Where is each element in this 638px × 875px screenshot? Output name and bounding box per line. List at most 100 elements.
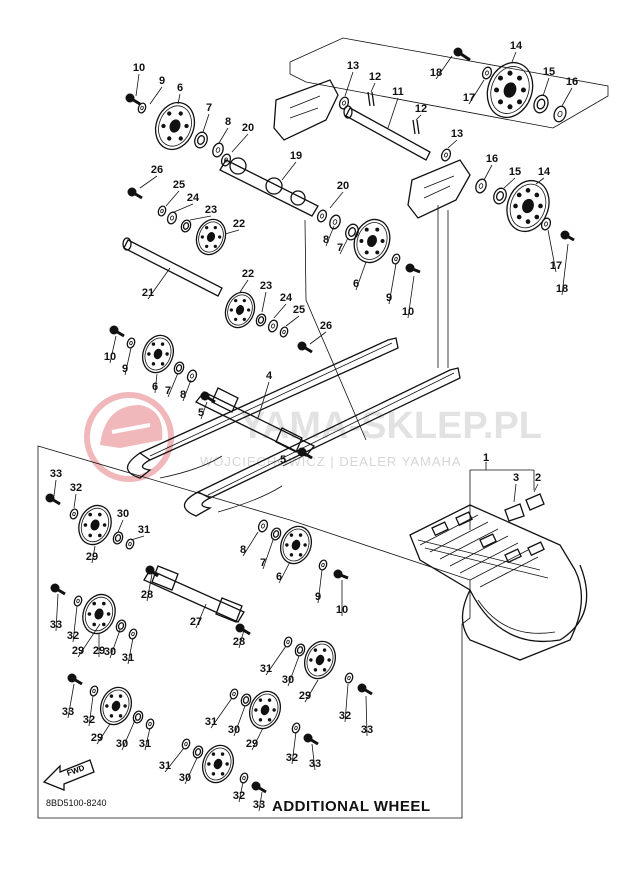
leader-line [387, 97, 399, 129]
leader-line [285, 315, 300, 327]
wheel-22-upper [195, 218, 227, 256]
collar-8-mid [329, 214, 341, 230]
callout-c26b: 26 [320, 320, 332, 332]
callout-c7b: 7 [337, 242, 343, 254]
leader-line [231, 133, 249, 153]
leader-line [167, 372, 179, 398]
leader-line [73, 493, 77, 509]
callout-c32c: 32 [83, 714, 95, 726]
callout-c29f: 29 [91, 732, 103, 744]
callout-c7a: 7 [206, 102, 212, 114]
callout-c31d: 31 [260, 663, 272, 675]
collar-13-upper [338, 96, 350, 110]
callout-c7c: 7 [165, 385, 171, 397]
bearing-30-a [112, 531, 124, 545]
bearing-7-upper [194, 131, 208, 149]
bearing-30-d [294, 643, 306, 657]
slide-rails [126, 337, 461, 517]
snap-ring-16-lower [475, 178, 487, 194]
callout-c8b: 8 [323, 234, 329, 246]
leader-line [251, 727, 264, 751]
collar-20-lower [316, 209, 328, 223]
callout-c31c: 31 [139, 738, 151, 750]
callout-c18a: 18 [430, 67, 442, 79]
washer-9-lower [318, 559, 328, 571]
bearing-23-upper [180, 219, 192, 233]
bearing-7-mid [345, 223, 359, 241]
bolt-18-upper [453, 47, 471, 62]
leader-line [542, 77, 550, 97]
leader-line [67, 683, 75, 719]
snap-ring-31-f [181, 738, 191, 750]
callout-c13a: 13 [347, 60, 359, 72]
callout-c30a: 30 [117, 508, 129, 520]
snap-ring-25-lower [279, 326, 289, 338]
leader-line [468, 79, 485, 105]
washer-17-lower [540, 217, 552, 231]
leader-line [503, 177, 516, 189]
parts-layer [45, 47, 575, 794]
callout-c10b: 10 [402, 306, 414, 318]
callout-c32b: 32 [67, 630, 79, 642]
callout-c9b: 9 [386, 292, 392, 304]
leader-line [144, 727, 151, 751]
callout-c31e: 31 [205, 716, 217, 728]
callout-c20b: 20 [337, 180, 349, 192]
callout-c29b: 29 [93, 645, 105, 657]
callout-c33a: 33 [50, 468, 62, 480]
leader-line [447, 139, 458, 149]
leader-line [182, 379, 192, 402]
leader-line [233, 705, 246, 737]
callout-c33b: 33 [50, 619, 62, 631]
rear-bracket-left [273, 79, 339, 141]
snap-ring-25-upper [157, 205, 167, 217]
cotter-pin-upper [367, 91, 375, 107]
leader-line [121, 719, 136, 751]
bolt-28-b [235, 623, 251, 636]
leader-line [96, 723, 111, 745]
callout-c10d: 10 [336, 604, 348, 616]
callout-c9a: 9 [159, 75, 165, 87]
leader-line [239, 279, 249, 293]
washer-9-mid [391, 253, 401, 265]
callout-c33c: 33 [62, 706, 74, 718]
washer-32-a [69, 508, 79, 520]
leader-line [258, 791, 263, 812]
leader-line [535, 177, 545, 185]
leader-line [238, 781, 244, 803]
watermark: YAMA-SKLEP.PL WOJCIECHOWICZ | DEALER YAM… [84, 392, 542, 482]
leader-line [415, 114, 422, 121]
callout-c5b: 5 [280, 454, 286, 466]
leader-line [238, 629, 245, 649]
idler-wheel-6-mid [353, 218, 391, 264]
rear-idler-frame-outline [289, 37, 609, 129]
leader-line [281, 161, 297, 181]
leader-line [91, 545, 96, 564]
leader-line [146, 573, 153, 602]
add-wheel-29-d [303, 640, 337, 680]
callout-c32e: 32 [286, 752, 298, 764]
leader-line [55, 593, 59, 632]
leader-line [195, 603, 207, 629]
drawing-code: 8BD5100-8240 [46, 798, 107, 808]
leader-line [278, 561, 291, 584]
leader-line [200, 401, 208, 420]
callout-c32f: 32 [233, 790, 245, 802]
leader-line [273, 303, 287, 319]
callout-c30e: 30 [228, 724, 240, 736]
callout-c6b: 6 [353, 278, 359, 290]
leader-line [533, 483, 539, 493]
callout-c6c: 6 [152, 381, 158, 393]
callout-c30d: 30 [282, 674, 294, 686]
rear-idler-wheel-14-upper [486, 61, 534, 119]
washer-17-upper [481, 66, 493, 80]
leader-line [325, 225, 335, 247]
callout-c2: 2 [535, 472, 541, 484]
leader-line [261, 291, 267, 313]
callout-c30b: 30 [104, 646, 116, 658]
callout-c14b: 14 [538, 166, 551, 178]
fwd-arrow-icon: FWD [42, 759, 95, 791]
callout-c32a: 32 [70, 482, 82, 494]
bolt-33-d [357, 683, 373, 696]
